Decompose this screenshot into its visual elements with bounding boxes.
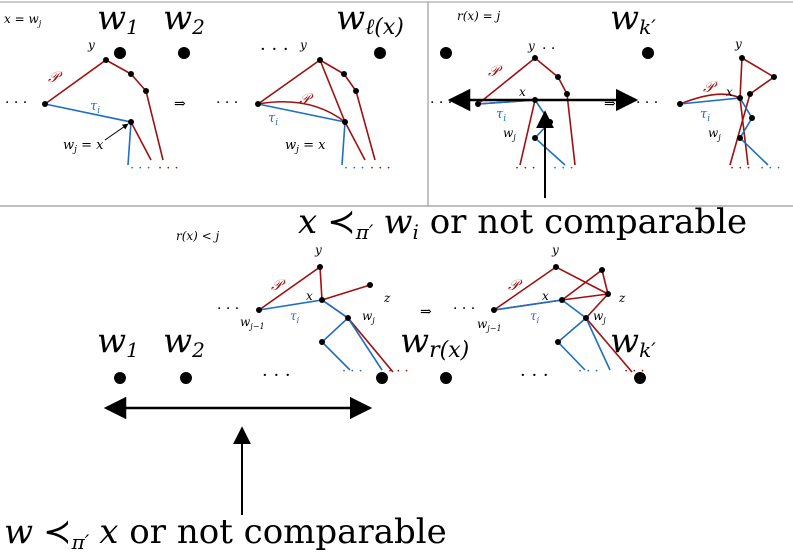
- figure-tr-after: · · · y x 𝒫 τi wj · · · · · ·: [636, 37, 781, 176]
- dot-bottom-w2: [180, 372, 192, 384]
- svg-text:x: x: [519, 85, 526, 99]
- svg-text:𝒫: 𝒫: [48, 68, 63, 86]
- svg-text:· · ·: · · ·: [158, 161, 179, 176]
- svg-text:wj: wj: [362, 309, 375, 325]
- svg-text:wj−1: wj−1: [477, 317, 502, 333]
- svg-text:y: y: [87, 38, 95, 52]
- implies-arrow-bottom: ⇒: [420, 304, 432, 320]
- svg-text:wj = x: wj = x: [63, 138, 104, 155]
- implies-arrow-top-left: ⇒: [174, 96, 186, 112]
- svg-text:· · ·: · · ·: [760, 161, 781, 176]
- annotation-bottom-text: w≺π′x or not comparable: [4, 512, 447, 554]
- figure-tr-before: · · · y · · x 𝒫 τi wj · · · · · ·: [430, 39, 576, 176]
- svg-text:y: y: [734, 37, 742, 51]
- svg-text:τi: τi: [530, 309, 540, 325]
- dot-bottom-4: [440, 372, 452, 384]
- svg-text:· · ·: · · ·: [515, 161, 536, 176]
- svg-text:· ·: · ·: [542, 41, 555, 57]
- svg-text:wj: wj: [503, 126, 516, 142]
- svg-text:y: y: [299, 38, 307, 52]
- svg-text:𝒫: 𝒫: [703, 78, 718, 96]
- svg-text:z: z: [618, 291, 626, 305]
- figure-bottom-after: · · · y z x 𝒫 τi wj−1 wj · · · · · ·: [453, 243, 645, 379]
- svg-text:· · ·: · · ·: [453, 301, 475, 317]
- svg-text:τi: τi: [90, 99, 100, 116]
- svg-text:τi: τi: [268, 111, 278, 128]
- dot-w1: [114, 47, 126, 59]
- label-w-ell-x: wℓ(x): [336, 0, 404, 40]
- svg-text:y: y: [527, 39, 535, 53]
- svg-text:· · ·: · · ·: [624, 364, 645, 379]
- dot-left-tr: [440, 47, 452, 59]
- svg-text:wj: wj: [593, 309, 606, 325]
- svg-text:· · ·: · · ·: [216, 95, 238, 111]
- dot-bottom-wk: [634, 372, 646, 384]
- dot-w-k-prime: [642, 47, 654, 59]
- svg-text:y: y: [314, 243, 322, 257]
- svg-text:x: x: [726, 85, 733, 99]
- svg-text:· · ·: · · ·: [636, 95, 658, 111]
- dot-bottom-w1: [114, 372, 126, 384]
- label-bottom-w1: w1: [97, 321, 139, 362]
- svg-text:τi: τi: [290, 309, 300, 325]
- caption-r-x-eq-j: r(x) = j: [457, 9, 501, 23]
- svg-text:· · ·: · · ·: [342, 364, 363, 379]
- svg-text:· · ·: · · ·: [130, 161, 151, 176]
- svg-text:x: x: [542, 289, 549, 303]
- svg-text:wj = x: wj = x: [285, 138, 326, 155]
- svg-text:z: z: [383, 291, 391, 305]
- label-w-r-x: wr(x): [400, 321, 469, 363]
- svg-text:x: x: [306, 289, 313, 303]
- panel-bottom: r(x) < j w1 w2 wr(x) wk′ · · · · · · · ·…: [97, 229, 656, 515]
- svg-text:· · ·: · · ·: [730, 161, 751, 176]
- label-w-k-prime: wk′: [610, 0, 656, 39]
- label-w1: w1: [97, 0, 139, 39]
- svg-text:· · ·: · · ·: [578, 364, 599, 379]
- figure-bottom-before: · · · y z x 𝒫 τi wj−1 wj · · · · · ·: [217, 243, 409, 379]
- svg-text:· · ·: · · ·: [344, 161, 365, 176]
- annotation-top-text: x≺π′wi or not comparable: [298, 202, 747, 244]
- label-w2: w2: [163, 0, 205, 39]
- svg-text:· · ·: · · ·: [430, 95, 452, 111]
- svg-text:τi: τi: [496, 107, 506, 124]
- svg-text:· · ·: · · ·: [388, 364, 409, 379]
- svg-text:y: y: [551, 243, 559, 257]
- svg-text:𝒫: 𝒫: [271, 276, 286, 294]
- caption-x-eq-wj: x = wj: [4, 12, 42, 28]
- dots-bottom-1: · · ·: [262, 365, 291, 386]
- svg-text:wj: wj: [708, 126, 721, 142]
- svg-text:· · ·: · · ·: [370, 161, 391, 176]
- svg-text:𝒫: 𝒫: [488, 62, 503, 80]
- figure-after: · · · y 𝒫 τi wj = x · · · · · ·: [216, 38, 391, 176]
- panel-top-right: r(x) = j wk′ · · · y · · x 𝒫 τi wj · · ·…: [430, 0, 781, 198]
- implies-arrow-top-right: ⇒: [604, 96, 616, 112]
- svg-text:· · ·: · · ·: [553, 161, 574, 176]
- svg-text:wj−1: wj−1: [240, 315, 265, 331]
- svg-text:τi: τi: [700, 107, 710, 124]
- caption-r-x-lt-j: r(x) < j: [176, 229, 220, 243]
- panel-frame: [0, 1, 793, 207]
- dot-bottom-wr: [376, 372, 388, 384]
- dots-mid: · · ·: [260, 39, 289, 60]
- label-bottom-w2: w2: [163, 321, 205, 362]
- dot-w2: [178, 47, 190, 59]
- panel-top-left: x = wj w1 w2 wℓ(x) · · · · · · y 𝒫 τi wj…: [4, 0, 404, 176]
- dots-bottom-2: · · ·: [520, 365, 549, 386]
- dots-left-before: · · ·: [5, 95, 27, 111]
- figure-before: · · · y 𝒫 τi wj = x · · · · · ·: [5, 38, 179, 176]
- dot-w-ell: [374, 47, 386, 59]
- label-bottom-w-k-prime: wk′: [610, 321, 656, 362]
- svg-text:· · ·: · · ·: [217, 301, 239, 317]
